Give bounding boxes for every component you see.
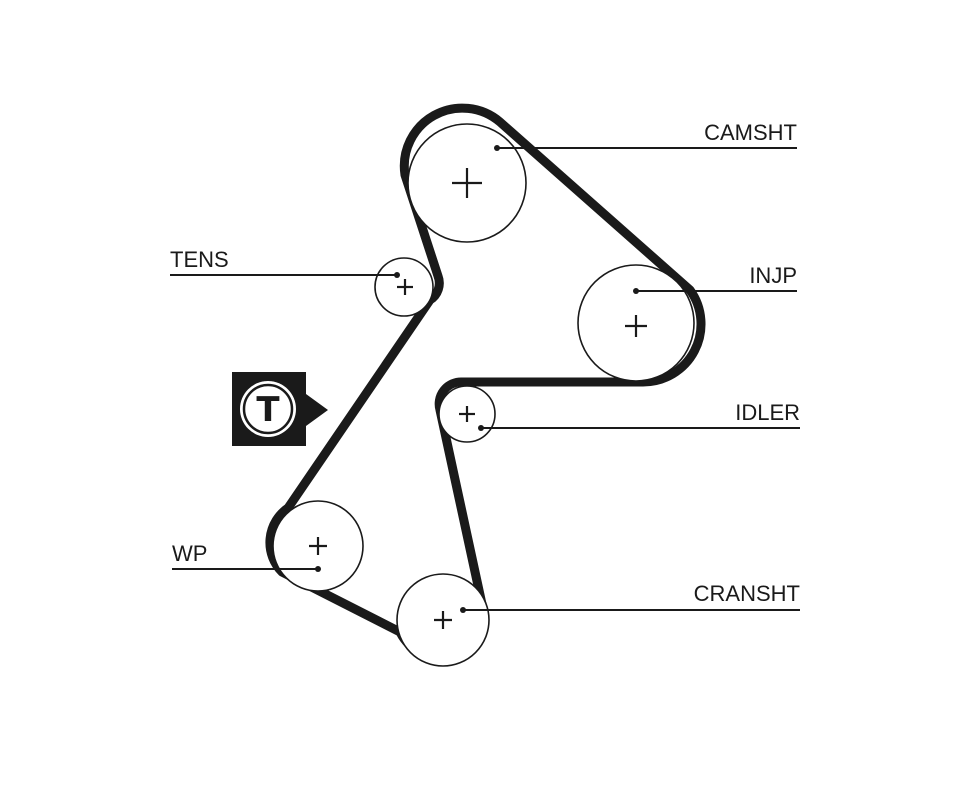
idler-pulley (438, 385, 496, 443)
idler-label: IDLER (735, 400, 800, 425)
water-pump-pulley (272, 500, 364, 592)
tensioner-leader (170, 272, 400, 278)
injection-pump-label: INJP (749, 263, 797, 288)
timing-belt (265, 103, 706, 662)
water-pump-leader (172, 566, 321, 572)
tensioner-pulley (374, 257, 434, 317)
camshaft-leader (494, 145, 797, 151)
camshaft-label: CAMSHT (704, 120, 797, 145)
badge-letter: T (256, 390, 280, 430)
crankshaft-label: CRANSHT (694, 581, 800, 606)
camshaft-pulley (407, 123, 527, 243)
crankshaft-leader (460, 607, 800, 613)
tensioner-label: TENS (170, 247, 229, 272)
water-pump-label: WP (172, 541, 207, 566)
injection-pump-leader (633, 288, 797, 294)
injection-pump-pulley (577, 264, 695, 382)
tensioner-badge-icon: T (232, 372, 328, 446)
idler-leader (478, 425, 800, 431)
crankshaft-pulley (396, 573, 490, 667)
